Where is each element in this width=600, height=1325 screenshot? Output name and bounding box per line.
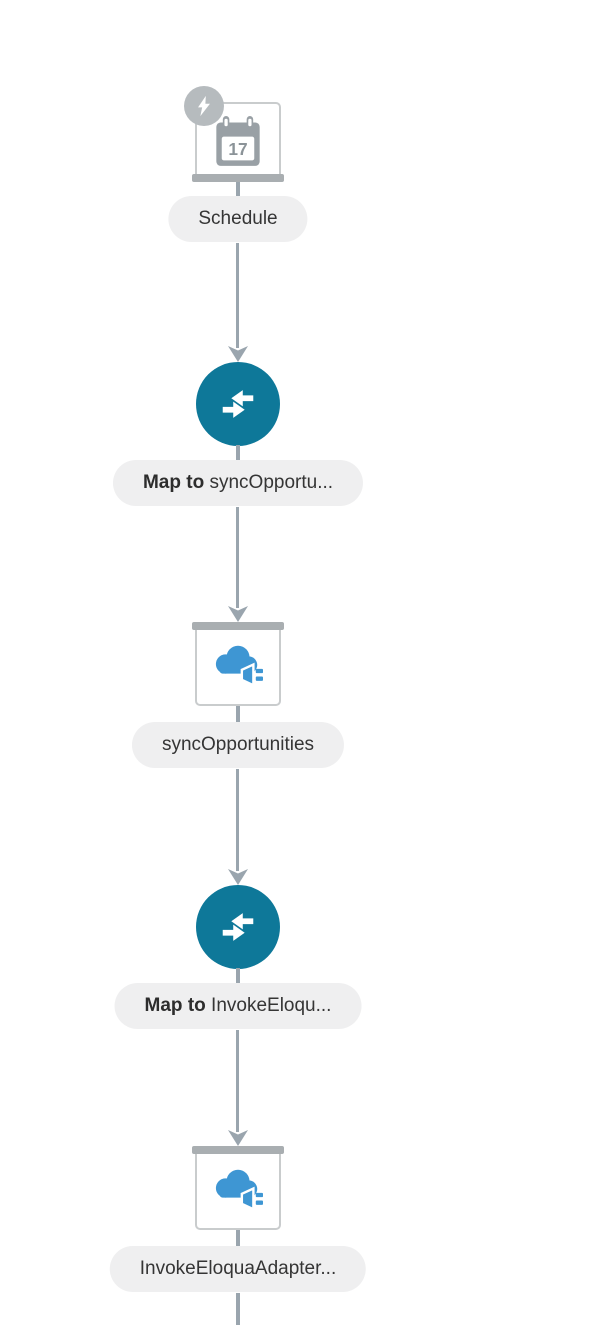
connector-arrow-icon [228,606,248,622]
map-arrows-icon [217,383,259,425]
connector-stub [236,1230,240,1247]
connector-line [236,769,239,871]
lightning-bolt-icon [184,86,224,126]
map-2-label-text: InvokeEloqu... [211,995,332,1016]
node-invoke-2[interactable] [192,1146,284,1230]
connector-stub [236,706,240,723]
node-map-2[interactable] [196,885,280,969]
node-map-1[interactable] [196,362,280,446]
connector-line [236,243,239,348]
map-arrows-icon [217,906,259,948]
trigger-bar [192,174,284,182]
connector-line [236,1293,240,1325]
connector-arrow-icon [228,869,248,885]
node-label-invoke-1[interactable]: syncOpportunities [131,722,345,768]
schedule-label-text: Schedule [198,208,278,229]
connector-arrow-icon [228,1130,248,1146]
calendar-icon: 17 [214,116,262,168]
node-label-schedule[interactable]: Schedule [168,196,308,242]
node-label-map-2[interactable]: Map to InvokeEloqu... [114,983,362,1029]
connector-line [236,1030,239,1132]
cloud-adapter-icon [209,1164,267,1214]
invoke-1-label-text: syncOpportunities [161,734,315,755]
connector-stub [236,968,240,984]
invoke-2-label-text: InvokeEloquaAdapter... [139,1258,337,1279]
invoke-bar [192,1146,284,1154]
connector-stub [236,445,240,461]
node-schedule[interactable]: 17 [192,102,284,182]
map-2-label-bold: Map to [144,995,212,1016]
invoke-bar [192,622,284,630]
connector-arrow-icon [228,346,248,362]
map-1-label-text: syncOpportu... [209,472,334,493]
node-invoke-1[interactable] [192,622,284,706]
node-label-map-1[interactable]: Map to syncOpportu... [112,460,364,506]
connector-line [236,507,239,608]
node-label-invoke-2[interactable]: InvokeEloquaAdapter... [109,1246,367,1292]
cloud-adapter-icon [209,640,267,690]
connector-stub [236,182,240,196]
calendar-day: 17 [228,139,247,159]
map-1-label-bold: Map to [142,472,210,493]
